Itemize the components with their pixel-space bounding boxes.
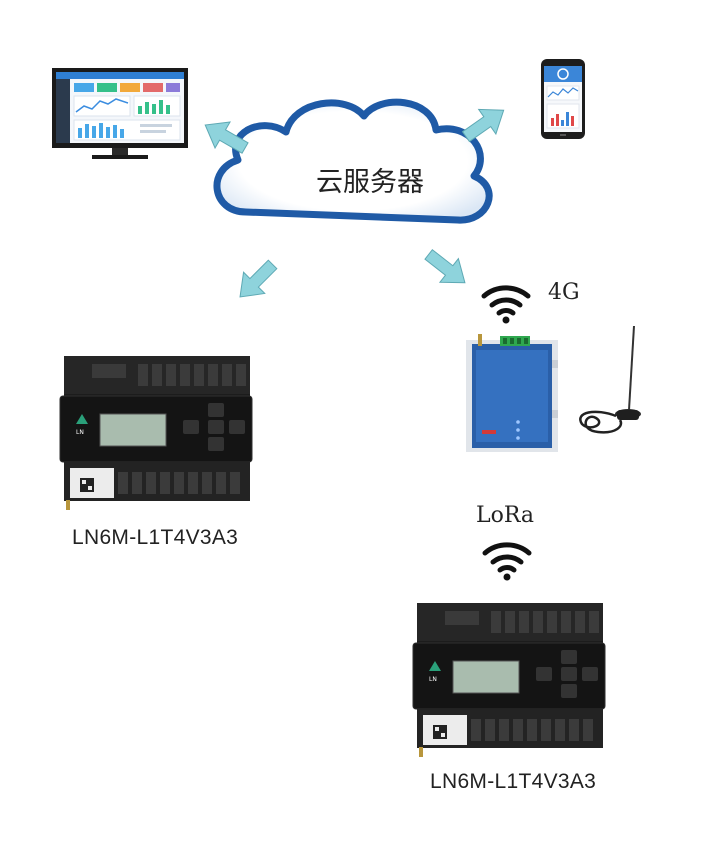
desktop-monitor-icon xyxy=(52,68,188,159)
lora-link-label: LoRa xyxy=(476,503,535,528)
arrow-to-phone-icon xyxy=(461,108,505,143)
cloud-server-label: 云服务器 xyxy=(316,167,424,198)
meter-device-icon: LN xyxy=(59,356,253,510)
arrow-to-device-icon xyxy=(239,259,278,298)
meter-device-icon: LN xyxy=(412,603,606,757)
device-model-label: LN6M-L1T4V3A3 xyxy=(72,526,239,549)
lora-gateway-icon xyxy=(466,334,558,452)
cloud-server-icon xyxy=(213,98,493,224)
smartphone-icon xyxy=(541,59,585,139)
wifi-icon xyxy=(481,285,531,324)
antenna-icon xyxy=(579,325,641,434)
wifi-icon xyxy=(482,542,532,581)
device-model-label: LN6M-L1T4V3A3 xyxy=(430,770,597,793)
arrow-to-desktop-icon xyxy=(204,121,249,154)
arrow-to-gateway-icon xyxy=(424,249,466,284)
svg-text:LN: LN xyxy=(429,676,437,683)
cellular-link-label: 4G xyxy=(548,280,580,305)
svg-text:LN: LN xyxy=(76,429,84,436)
